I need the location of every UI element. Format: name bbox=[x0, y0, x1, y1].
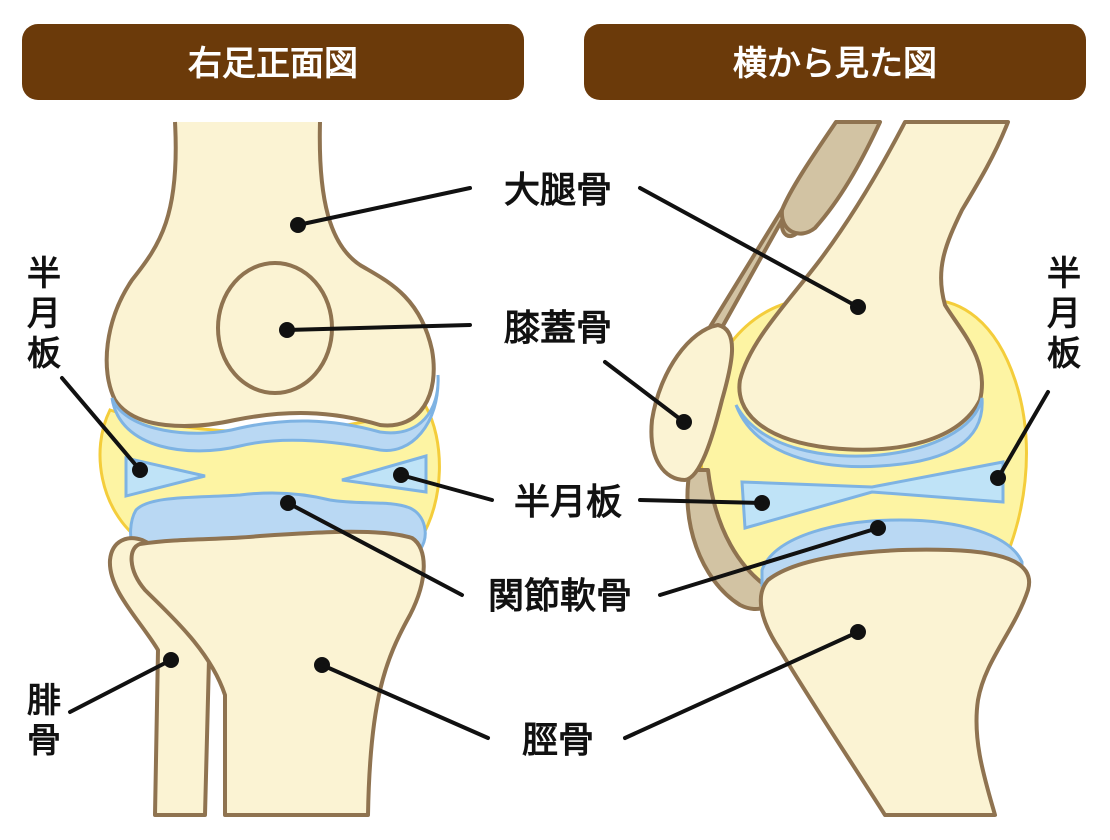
leader-front-patella bbox=[285, 323, 472, 332]
leader-front-meniscus-right bbox=[399, 473, 494, 502]
leader-side-meniscus-left bbox=[638, 498, 764, 505]
label-fibula-char-1: 腓 bbox=[27, 681, 61, 721]
front-view bbox=[98, 121, 441, 817]
leader-front-femur bbox=[296, 186, 472, 227]
leader-lines bbox=[60, 186, 1050, 740]
leader-front-tibia bbox=[320, 663, 490, 740]
leader-side-patella bbox=[603, 360, 686, 424]
side-quad-tendon-cap bbox=[779, 120, 882, 236]
label-femur: 大腿骨 bbox=[504, 170, 612, 211]
label-meniscus-right-char-2: 月 bbox=[1047, 294, 1081, 334]
header-front-bg bbox=[22, 24, 524, 100]
label-meniscus-left-char-3: 板 bbox=[27, 334, 61, 374]
label-fibula: 腓 骨 bbox=[27, 681, 61, 761]
label-fibula-char-2: 骨 bbox=[27, 721, 61, 761]
leader-front-fibula bbox=[68, 658, 173, 714]
side-view bbox=[649, 120, 1032, 817]
leader-front-cartilage bbox=[286, 501, 464, 597]
leader-front-meniscus-left bbox=[60, 376, 142, 472]
header-side-bg bbox=[584, 24, 1086, 100]
label-patella: 膝蓋骨 bbox=[504, 308, 612, 349]
label-meniscus-right-char-1: 半 bbox=[1047, 254, 1081, 294]
header-front: 右足正面図 bbox=[22, 24, 524, 100]
front-tibia bbox=[129, 529, 426, 817]
label-meniscus: 半月板 bbox=[514, 482, 622, 523]
leader-side-meniscus-right bbox=[996, 390, 1050, 480]
side-meniscus bbox=[740, 460, 1005, 530]
side-femur bbox=[737, 120, 1010, 452]
leader-side-femur bbox=[638, 186, 860, 309]
header-side: 横から見た図 bbox=[584, 24, 1086, 100]
header-front-text: 右足正面図 bbox=[188, 44, 358, 84]
header-side-text: 横から見た図 bbox=[733, 44, 937, 84]
label-meniscus-left-char-1: 半 bbox=[27, 254, 61, 294]
side-tibia bbox=[758, 547, 1032, 817]
front-meniscus-medial bbox=[341, 454, 428, 494]
leader-side-tibia bbox=[623, 630, 860, 740]
label-meniscus-left-char-2: 月 bbox=[27, 294, 61, 334]
label-meniscus-right: 半 月 板 bbox=[1047, 254, 1081, 374]
leader-side-cartilage bbox=[658, 526, 880, 597]
label-meniscus-right-char-3: 板 bbox=[1047, 334, 1081, 374]
front-femur bbox=[104, 121, 436, 428]
side-patella bbox=[649, 323, 734, 482]
label-meniscus-left: 半 月 板 bbox=[27, 254, 61, 374]
label-cartilage: 関節軟骨 bbox=[488, 576, 632, 617]
side-femur-cartilage bbox=[734, 397, 984, 469]
front-femur-cartilage bbox=[110, 374, 440, 453]
label-tibia: 脛骨 bbox=[522, 720, 594, 761]
